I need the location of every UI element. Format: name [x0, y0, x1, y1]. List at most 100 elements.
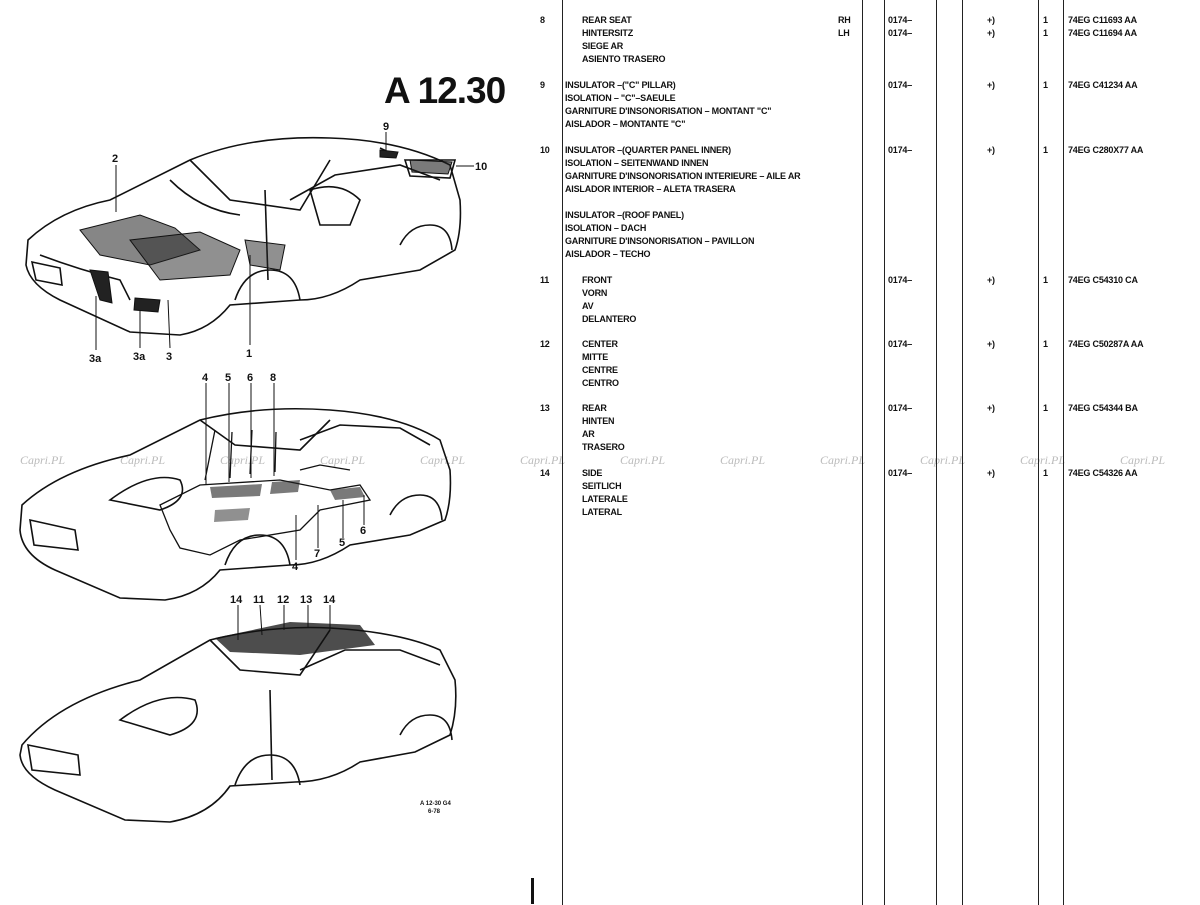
item-part-number: 74EG C54344 BA: [1068, 403, 1138, 413]
item-part-number: 74EG C280X77 AA: [1068, 145, 1144, 155]
column-rule: [936, 0, 937, 905]
callout-top: 2: [112, 153, 118, 165]
watermark-text: Capri.PL: [420, 453, 465, 467]
callout-top: 3a: [133, 351, 146, 363]
callout-top: 3: [166, 351, 172, 363]
callout-bottom: 12: [277, 594, 289, 606]
item-note: +): [987, 275, 995, 285]
item-note: +): [987, 339, 995, 349]
watermark-text: Capri.PL: [1020, 453, 1065, 467]
item-date: 0174–0174–: [888, 15, 913, 38]
watermark-text: Capri.PL: [320, 453, 365, 467]
item-number: 14: [540, 468, 550, 478]
item-part-number: 74EG C54326 AA: [1068, 468, 1138, 478]
item-date: 0174–: [888, 339, 913, 349]
column-rule: [1063, 0, 1064, 905]
column-rule: [862, 0, 863, 905]
item-number: 9: [540, 80, 545, 90]
watermark-text: Capri.PL: [920, 453, 965, 467]
item-date: 0174–: [888, 403, 913, 413]
callout-middle: 7: [314, 548, 320, 560]
watermark-text: Capri.PL: [620, 453, 665, 467]
item-part-number: 74EG C41234 AA: [1068, 80, 1138, 90]
page-edge-mark: [531, 878, 534, 904]
car-top-leaders: [95, 132, 474, 350]
item-date: 0174–: [888, 468, 913, 478]
item-note: +): [987, 468, 995, 478]
car-bottom-leaders: [237, 604, 331, 640]
item-part-number: 74EG C50287A AA: [1068, 339, 1144, 349]
watermark-text: Capri.PL: [220, 453, 265, 467]
column-rule: [1038, 0, 1039, 905]
callout-middle: 8: [270, 372, 276, 384]
item-description: INSULATOR –(QUARTER PANEL INNER)ISOLATIO…: [565, 145, 801, 194]
callout-top: 9: [383, 121, 389, 133]
item-quantity: 1: [1043, 468, 1048, 478]
car-middle-leaders: [205, 383, 365, 560]
figure-reference: A 12-30 G4: [420, 801, 451, 807]
item-number: 10: [540, 145, 550, 155]
item-note: +): [987, 80, 995, 90]
item-note: +): [987, 403, 995, 413]
item-part-number: 74EG C54310 CA: [1068, 275, 1138, 285]
car-bottom-roof-insulators: [215, 622, 375, 655]
callout-top: 10: [475, 161, 487, 173]
item-date: 0174–: [888, 145, 913, 155]
column-rule: [962, 0, 963, 905]
watermark-text: Capri.PL: [820, 453, 865, 467]
item-quantity: 1: [1043, 80, 1048, 90]
watermark-text: Capri.PL: [20, 453, 65, 467]
car-middle-floor-outline: [159, 429, 372, 556]
watermark-text: Capri.PL: [1120, 453, 1165, 467]
item-date: 0174–: [888, 275, 913, 285]
item-quantity: 1: [1043, 339, 1048, 349]
callout-middle: 6: [360, 525, 366, 537]
page-code: A 12.30: [384, 70, 506, 111]
column-rule: [884, 0, 885, 905]
watermark-strip: Capri.PL Capri.PL Capri.PL Capri.PL Capri.PL…: [20, 453, 1165, 467]
item-quantity: 1: [1043, 403, 1048, 413]
item-number: 11: [540, 275, 550, 285]
watermark-text: Capri.PL: [720, 453, 765, 467]
callout-top: 3a: [89, 353, 102, 365]
item-number: 8: [540, 15, 545, 25]
callout-bottom: 14: [323, 594, 336, 606]
callout-middle: 4: [292, 561, 299, 573]
car-top-drawing: [25, 136, 462, 336]
item-description: INSULATOR –("C" PILLAR)ISOLATION – "C"–S…: [565, 80, 772, 129]
callout-middle: 5: [339, 537, 345, 549]
callout-bottom: 11: [253, 594, 265, 606]
car-middle-insulators: [210, 480, 365, 522]
figure-reference: 6-78: [428, 809, 441, 815]
item-number: 12: [540, 339, 550, 349]
car-middle-drawing: [19, 407, 452, 601]
callout-bottom: 13: [300, 594, 312, 606]
callout-labels: 2 9 10 3a 3a 3 1 4 5 6 8 4 7 5 6 14 11 1…: [89, 121, 487, 815]
item-date: 0174–: [888, 80, 913, 90]
item-note: +)+): [987, 15, 995, 38]
callout-top: 1: [246, 348, 252, 360]
item-note: +): [987, 145, 995, 155]
callout-middle: 6: [247, 372, 253, 384]
watermark-text: Capri.PL: [520, 453, 565, 467]
callout-bottom: 14: [230, 594, 243, 606]
item-number: 13: [540, 403, 550, 413]
callout-middle: 5: [225, 372, 231, 384]
car-bottom-drawing: [19, 626, 457, 823]
watermark-text: Capri.PL: [120, 453, 165, 467]
item-quantity: 1: [1043, 275, 1048, 285]
car-top-insulators: [79, 149, 453, 313]
item-quantity: 1: [1043, 145, 1048, 155]
callout-middle: 4: [202, 372, 209, 384]
column-rule: [562, 0, 563, 905]
